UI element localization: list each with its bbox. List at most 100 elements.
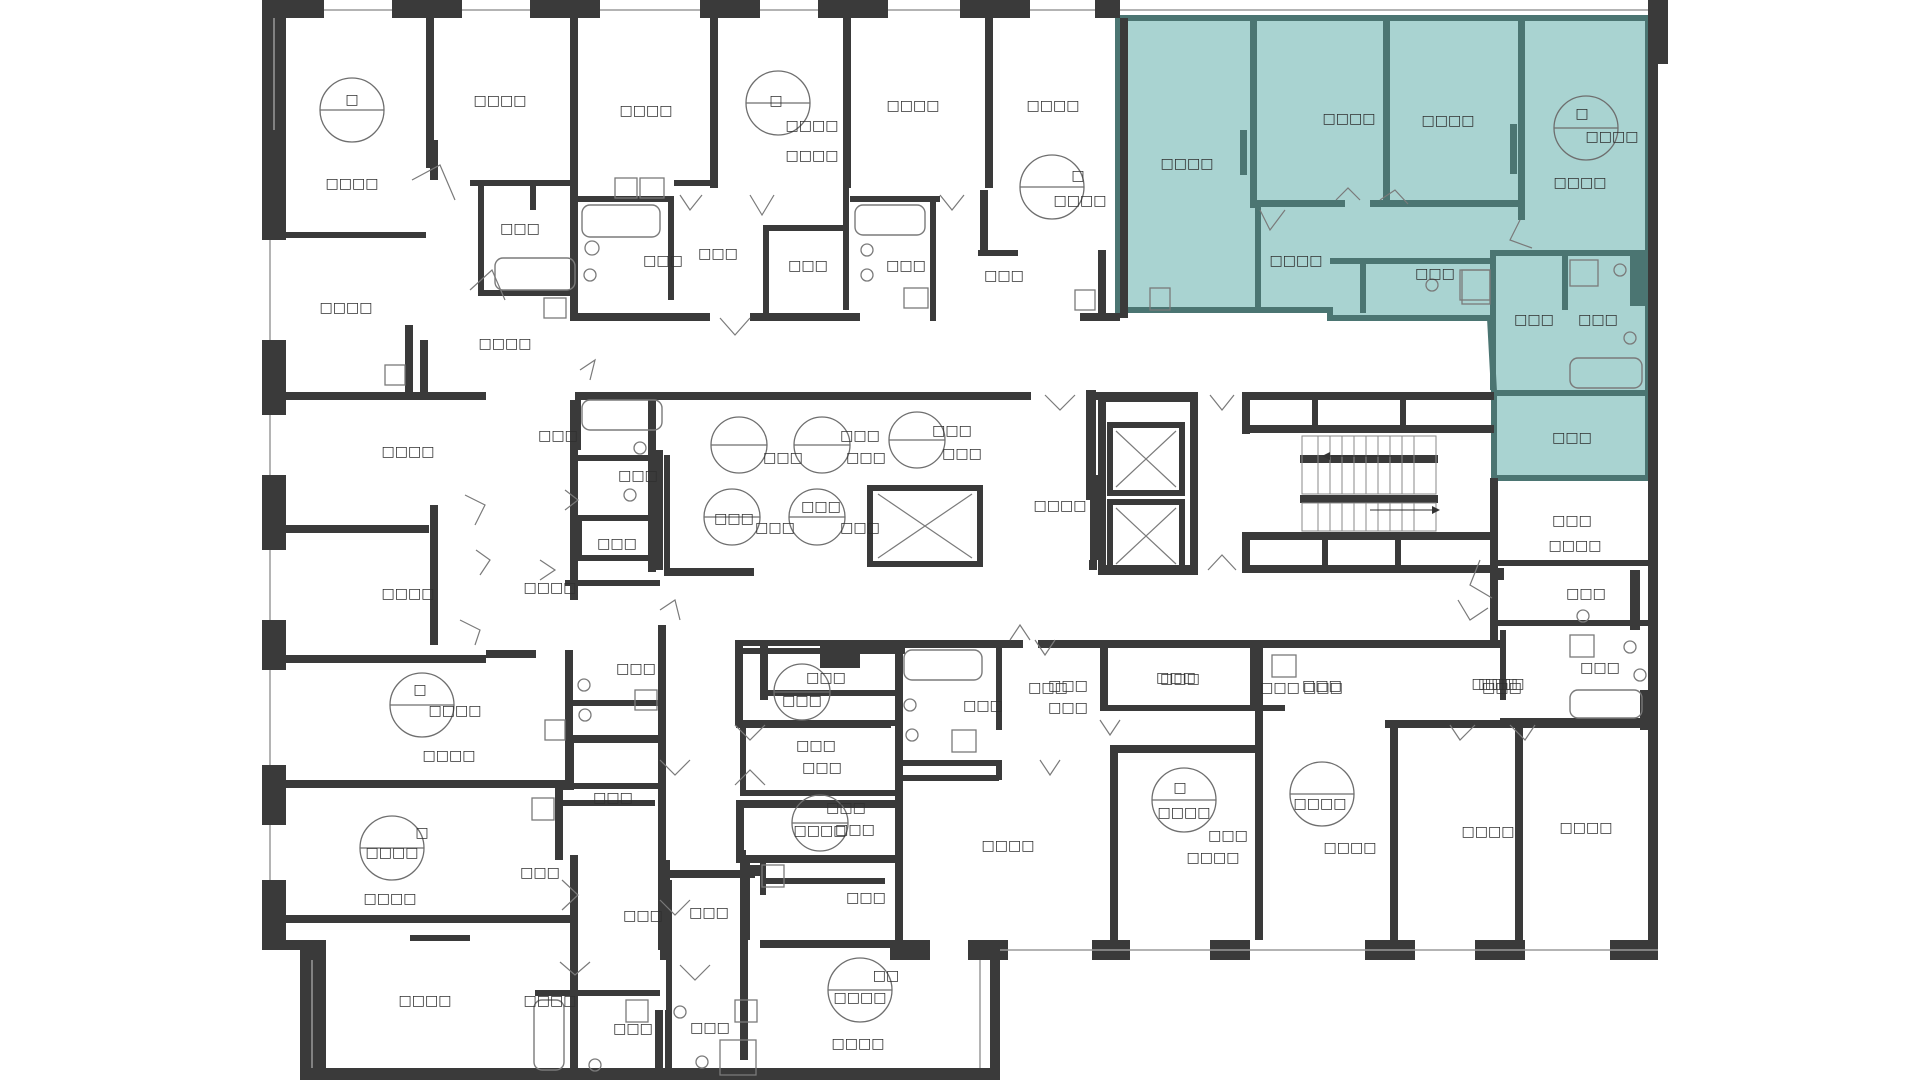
room-label: □□□□: [620, 103, 673, 119]
room-label: □□□□: [1294, 796, 1347, 812]
room-label: □□□: [846, 450, 886, 466]
room-label: □□□□: [1549, 538, 1602, 554]
room-label: □□□: [1552, 513, 1592, 529]
highlighted-apartment-walls: [1240, 18, 1648, 396]
room-label: □□□□: [524, 993, 577, 1009]
room-label: □□□□: [382, 444, 435, 460]
room-label: □□□: [593, 790, 633, 806]
room-label: □□□□: [982, 838, 1035, 854]
room-label: □□□: [1160, 671, 1200, 687]
stairwell[interactable]: [1301, 435, 1440, 532]
room-label: □□□: [618, 468, 658, 484]
room-label: □□□□: [1270, 253, 1323, 269]
room-label: □□□□: [832, 1036, 885, 1052]
room-label: □□□: [714, 511, 754, 527]
room-label: □□□: [1514, 312, 1554, 328]
room-label: □□□: [1578, 312, 1618, 328]
room-labels: □□□□ □□□□ □□□□ □□□□ □□□□ □□□□ □□□□ □□□□ …: [320, 92, 1639, 1052]
room-label: □□□: [1302, 678, 1342, 694]
room-label: □□□□: [1586, 129, 1639, 145]
room-label: □□□: [1580, 660, 1620, 676]
room-label: □□□□: [1422, 113, 1475, 129]
room-label: □□□: [1048, 678, 1088, 694]
room-label: □□□□: [1323, 111, 1376, 127]
interior-walls: [286, 18, 1650, 1080]
room-label: □□□: [835, 822, 875, 838]
window-glazing: [269, 9, 1658, 1068]
sanitary-fixtures: [384, 177, 1647, 1076]
room-label: □□□□: [399, 993, 452, 1009]
room-label: □□□: [788, 258, 828, 274]
door-swings: [411, 164, 1536, 981]
room-label: □□□: [826, 800, 866, 816]
room-label: □□□: [782, 693, 822, 709]
room-label: □□□: [1566, 586, 1606, 602]
room-label: □□□□: [1027, 98, 1080, 114]
room-label: □□□: [886, 258, 926, 274]
room-label: □□□: [763, 450, 803, 466]
room-label: □: [1071, 168, 1084, 184]
room-label: □□□□: [1560, 820, 1613, 836]
room-label: □□□□: [524, 580, 577, 596]
room-label: □□□: [1156, 670, 1196, 686]
highlighted-apartment[interactable]: [1115, 15, 1651, 481]
room-label: □□□: [623, 908, 663, 924]
bathtubs: [494, 204, 1643, 1071]
room-label: □□□□: [382, 586, 435, 602]
room-label: □□□□: [1462, 824, 1515, 840]
room-label: □□□□: [479, 336, 532, 352]
room-label: □□□: [1303, 680, 1343, 696]
room-label: □□□□: [429, 703, 482, 719]
room-label: □□□: [801, 499, 841, 515]
room-label: □: [1173, 780, 1186, 796]
room-label: □□□: [1482, 680, 1522, 696]
room-label: □□□: [616, 661, 656, 677]
room-label: □□□: [796, 738, 836, 754]
room-label: □□□□: [474, 93, 527, 109]
room-label: □□□□: [1554, 175, 1607, 191]
room-label: □: [769, 93, 782, 109]
room-label: □□□: [690, 1020, 730, 1036]
room-label: □□□: [1478, 676, 1518, 692]
room-label: □: [345, 92, 358, 108]
room-label: □□□: [520, 865, 560, 881]
room-label: □□□: [963, 698, 1003, 714]
room-label: □□□: [932, 423, 972, 439]
room-label: □□□□: [1054, 193, 1107, 209]
room-label: □□□□: [364, 891, 417, 907]
room-label: □□□□: [1187, 850, 1240, 866]
room-label: □: [415, 825, 428, 841]
room-label: □□□□: [786, 148, 839, 164]
room-label: □: [413, 682, 426, 698]
room-label: □□□: [613, 1021, 653, 1037]
room-label: □□□: [1028, 680, 1068, 696]
room-label: □□□: [698, 246, 738, 262]
room-label: □□□□: [326, 176, 379, 192]
room-label: □□□: [1048, 700, 1088, 716]
elevator-shafts: [867, 392, 1198, 575]
room-label: □□□: [984, 268, 1024, 284]
room-label: □□□□: [1034, 498, 1087, 514]
room-label: □□□□: [794, 823, 847, 839]
room-label: □□□: [840, 520, 880, 536]
room-label: □□: [873, 968, 899, 984]
room-label: □□□: [1415, 266, 1455, 282]
room-label: □□□□: [786, 118, 839, 134]
room-label: □□□□: [887, 98, 940, 114]
room-label: □□□□: [366, 845, 419, 861]
room-label: □□□□: [834, 990, 887, 1006]
room-label: □□□: [643, 253, 683, 269]
room-label: □□□□: [423, 748, 476, 764]
room-label: □□□: [942, 446, 982, 462]
room-label: □□□: [840, 428, 880, 444]
room-label: □□□□: [1324, 840, 1377, 856]
room-label: □□□: [1260, 680, 1300, 696]
room-label: □□□: [846, 890, 886, 906]
room-label: □□□: [1208, 828, 1248, 844]
room-label: □□□: [1552, 430, 1592, 446]
room-label: □□□□: [1161, 156, 1214, 172]
room-label: □□□: [802, 760, 842, 776]
room-label: □□□□: [1472, 676, 1525, 692]
